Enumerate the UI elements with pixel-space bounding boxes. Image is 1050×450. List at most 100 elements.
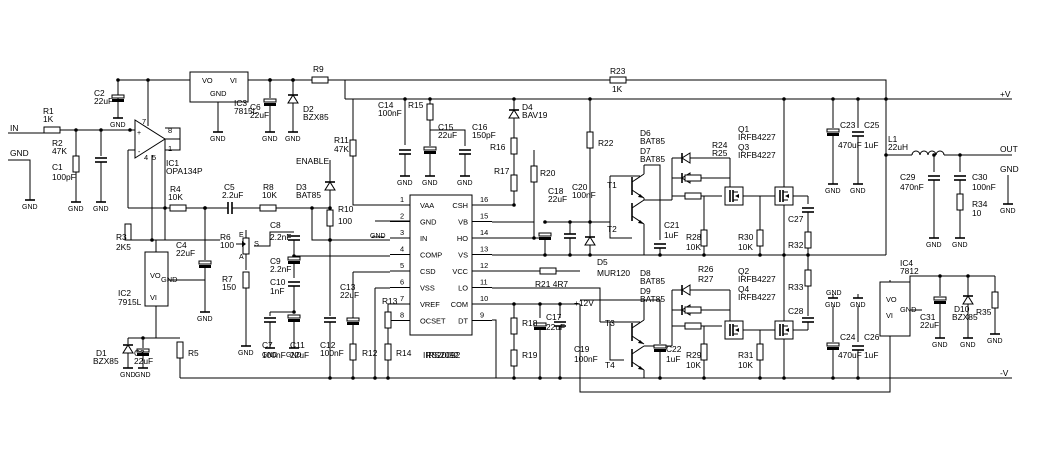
c12-label: C12 — [320, 340, 336, 350]
junction-dot — [128, 128, 132, 132]
r31-resistor — [756, 343, 764, 361]
l1-inductor — [911, 150, 945, 156]
wire — [128, 306, 157, 339]
junction-dot — [116, 78, 120, 82]
junction-dot — [568, 220, 572, 224]
r22-resistor — [586, 131, 594, 149]
c17-capacitor — [533, 322, 547, 327]
driver-pin-name: VS — [458, 251, 468, 260]
r4-value: 10K — [168, 192, 183, 202]
driver-pin-name: DT — [458, 317, 468, 326]
r6-wiper — [242, 241, 246, 247]
r27-resistor — [684, 322, 702, 330]
driver-pin-name: GND — [420, 218, 436, 227]
c30-label: C30 — [972, 172, 988, 182]
driver-pin-number: 10 — [480, 294, 488, 303]
ic1-opamp — [134, 119, 166, 159]
q4-value: IRFB4227 — [738, 292, 776, 302]
opamp-plus-sign: + — [137, 130, 141, 137]
c21-label: C21 — [664, 220, 680, 230]
c11-capacitor — [288, 319, 300, 322]
c31-capacitor — [933, 296, 947, 301]
d7-value: BAT85 — [640, 154, 665, 164]
gnd-label: GND — [68, 206, 84, 213]
driver-pin-name: CSD — [420, 267, 436, 276]
c11-label: C11 — [290, 340, 305, 350]
q1-value: IRFB4227 — [738, 132, 776, 142]
r23-label: R23 — [610, 66, 626, 76]
r31-value: 10K — [738, 360, 753, 370]
r2-value: 47K — [52, 146, 67, 156]
d2-label: D2 — [303, 104, 314, 114]
driver-pin-name: CSH — [452, 201, 468, 210]
r8-label: R8 — [263, 182, 274, 192]
q3-label: Q3 — [738, 142, 750, 152]
gnd-label: GND — [286, 352, 302, 359]
r18-resistor — [510, 317, 518, 335]
r20-label: R20 — [540, 168, 556, 178]
q3-mosfet — [724, 186, 744, 206]
c14-label: C14 — [378, 100, 394, 110]
junction-dot — [538, 376, 542, 380]
c21-value: 1uF — [664, 230, 678, 240]
ic2-regulator — [144, 251, 169, 307]
r10-label: R10 — [338, 204, 354, 214]
c27-label: C27 — [788, 214, 804, 224]
c22-capacitor — [654, 349, 666, 352]
junction-dot — [328, 206, 332, 210]
ic3-vo-pin: VO — [202, 76, 213, 85]
r28-resistor — [700, 229, 708, 247]
t1-label: T1 — [607, 180, 617, 190]
q4-mosfet — [735, 328, 739, 332]
junction-dot — [386, 376, 390, 380]
r7-label: R7 — [222, 274, 233, 284]
junction-dot — [403, 97, 407, 101]
c5-value: 2.2uF — [222, 190, 243, 200]
driver-pin-name: LO — [458, 284, 468, 293]
ic4-value: 7812 — [900, 266, 919, 276]
c19-label: C19 — [574, 344, 590, 354]
irs-part-number: IRS20092 — [423, 350, 461, 360]
r29-label: R29 — [686, 350, 702, 360]
r34-resistor — [956, 193, 964, 211]
driver-pin-name: OCSET — [420, 317, 446, 326]
r24-label: R24 — [712, 140, 728, 150]
driver-pin-number: 1 — [400, 195, 404, 204]
gnd-label: GND — [262, 136, 278, 143]
d1-label: D1 — [96, 348, 107, 358]
driver-pin-number: 4 — [400, 245, 404, 254]
schematic-symbols — [25, 71, 1013, 371]
gnd-net-label: GND — [10, 148, 29, 158]
t3-label: T3 — [605, 318, 615, 328]
c10-value: 1nF — [270, 286, 284, 296]
wire — [311, 208, 390, 241]
c7-value: 100nF — [262, 350, 286, 360]
c16-label: C16 — [472, 122, 488, 132]
driver-pin-name: COM — [451, 300, 468, 309]
junction-dot — [831, 376, 835, 380]
neg-v-net-label: -V — [1000, 368, 1009, 378]
c13-capacitor — [346, 317, 360, 322]
c9-capacitor — [287, 256, 301, 261]
junction-dot — [884, 153, 888, 157]
driver-pin-number: 15 — [480, 212, 488, 221]
c13-value: 22uF — [340, 290, 359, 300]
driver-pin-name: COMP — [420, 251, 442, 260]
q4-mosfet — [733, 325, 738, 335]
junction-dot — [146, 78, 150, 82]
irs-part-number-overlay: IRS2092 — [426, 350, 459, 360]
wire — [492, 287, 601, 322]
junction-dot — [831, 97, 835, 101]
c24-value: 470uF — [838, 350, 862, 360]
r11-label: R11 — [334, 135, 349, 145]
ic3-gnd-pin: GND — [210, 89, 226, 98]
c2-capacitor — [112, 99, 124, 102]
driver-pin-number: 9 — [480, 311, 484, 320]
r4-label: R4 — [170, 184, 181, 194]
driver-pin-number: 13 — [480, 245, 488, 254]
wire — [644, 164, 661, 240]
r30-value: 10K — [738, 242, 753, 252]
d6-diode — [681, 152, 691, 164]
r1-label: R1 — [43, 106, 54, 116]
c30-value: 100nF — [972, 182, 996, 192]
